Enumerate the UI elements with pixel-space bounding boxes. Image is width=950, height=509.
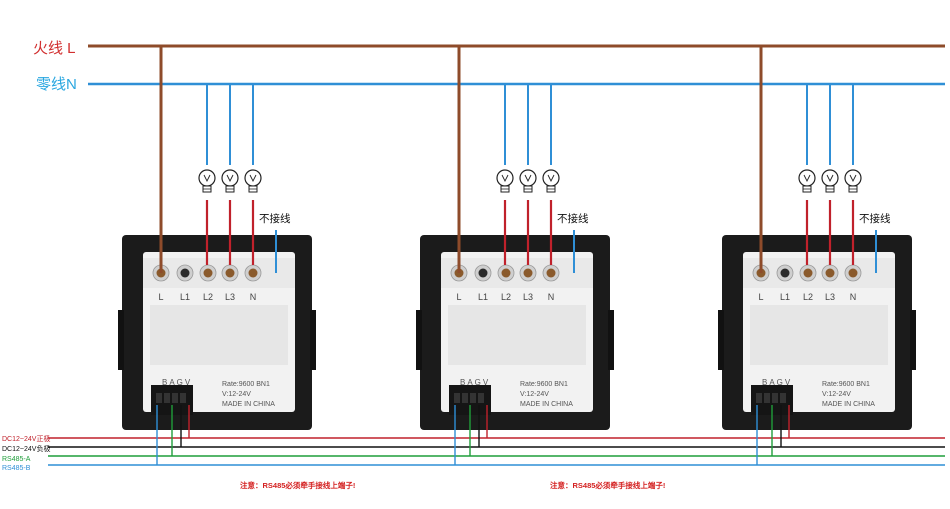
connector-pin bbox=[780, 393, 786, 403]
terminal-screw bbox=[478, 268, 488, 278]
terminal-screw bbox=[523, 268, 533, 278]
terminal-label: L2 bbox=[803, 292, 813, 302]
terminal-label: N bbox=[548, 292, 555, 302]
terminal-screw bbox=[225, 268, 235, 278]
spec-line: V:12-24V bbox=[822, 391, 851, 398]
brand-label: BAGV bbox=[762, 378, 792, 387]
terminal-label: L1 bbox=[478, 292, 488, 302]
body-panel bbox=[150, 305, 288, 365]
terminal-screw bbox=[180, 268, 190, 278]
spec-line: V:12-24V bbox=[222, 391, 251, 398]
connector-pin bbox=[172, 393, 178, 403]
spec-line: Rate:9600 BN1 bbox=[822, 381, 870, 388]
connector-pin bbox=[764, 393, 770, 403]
light-bulb-icon bbox=[198, 169, 216, 193]
terminal-screw bbox=[501, 268, 511, 278]
terminal-label: L3 bbox=[225, 292, 235, 302]
frame-notch bbox=[310, 310, 316, 370]
connector-pin bbox=[772, 393, 778, 403]
connector-pin bbox=[462, 393, 468, 403]
connector-pin bbox=[470, 393, 476, 403]
spec-line: Rate:9600 BN1 bbox=[222, 381, 270, 388]
terminal-label: L bbox=[758, 292, 763, 302]
light-bulb-icon bbox=[244, 169, 262, 193]
signal-label-rs485-b: RS485-B bbox=[2, 465, 31, 472]
no-connect-label: 不接线 bbox=[259, 212, 291, 225]
no-connect-label: 不接线 bbox=[859, 212, 891, 225]
frame-notch bbox=[416, 310, 422, 370]
signal-label-dc-positive: DC12~24V正极 bbox=[2, 434, 50, 443]
terminal-screw bbox=[203, 268, 213, 278]
terminal-label: L2 bbox=[501, 292, 511, 302]
brand-label: BAGV bbox=[162, 378, 192, 387]
rs485-note-2: 注意：RS485必须牵手接线上端子! bbox=[550, 480, 665, 490]
connector-pin bbox=[756, 393, 762, 403]
light-bulb-icon bbox=[519, 169, 537, 193]
frame-notch bbox=[608, 310, 614, 370]
spec-line: MADE IN CHINA bbox=[520, 401, 573, 408]
terminal-screw bbox=[248, 268, 258, 278]
frame-notch bbox=[910, 310, 916, 370]
terminal-label: L3 bbox=[523, 292, 533, 302]
terminal-label: L1 bbox=[180, 292, 190, 302]
light-bulb-icon bbox=[542, 169, 560, 193]
light-bulb-icon bbox=[496, 169, 514, 193]
terminal-label: L2 bbox=[203, 292, 213, 302]
frame-notch bbox=[718, 310, 724, 370]
terminal-label: L bbox=[456, 292, 461, 302]
no-connect-label: 不接线 bbox=[557, 212, 589, 225]
rs485-note-1: 注意：RS485必须牵手接线上端子! bbox=[240, 480, 355, 490]
terminal-screw bbox=[848, 268, 858, 278]
spec-line: V:12-24V bbox=[520, 391, 549, 398]
light-bulb-icon bbox=[221, 169, 239, 193]
terminal-label: N bbox=[250, 292, 257, 302]
connector-pin bbox=[478, 393, 484, 403]
terminal-screw bbox=[825, 268, 835, 278]
neutral-bus-label: 零线N bbox=[36, 76, 77, 93]
spec-line: MADE IN CHINA bbox=[222, 401, 275, 408]
body-panel bbox=[448, 305, 586, 365]
spec-line: Rate:9600 BN1 bbox=[520, 381, 568, 388]
terminal-screw bbox=[780, 268, 790, 278]
terminal-screw bbox=[546, 268, 556, 278]
terminal-label: L bbox=[158, 292, 163, 302]
light-bulb-icon bbox=[821, 169, 839, 193]
connector-pin bbox=[180, 393, 186, 403]
connector-pin bbox=[164, 393, 170, 403]
signal-label-dc-negative: DC12~24V负极 bbox=[2, 444, 50, 453]
connector-pin bbox=[454, 393, 460, 403]
frame-notch bbox=[118, 310, 124, 370]
terminal-label: L1 bbox=[780, 292, 790, 302]
brand-label: BAGV bbox=[460, 378, 490, 387]
spec-line: MADE IN CHINA bbox=[822, 401, 875, 408]
terminal-label: L3 bbox=[825, 292, 835, 302]
light-bulb-icon bbox=[844, 169, 862, 193]
light-bulb-icon bbox=[798, 169, 816, 193]
terminal-screw bbox=[803, 268, 813, 278]
live-bus-label: 火线 L bbox=[33, 40, 76, 57]
signal-label-rs485-a: RS485-A bbox=[2, 456, 31, 463]
body-panel bbox=[750, 305, 888, 365]
connector-pin bbox=[156, 393, 162, 403]
terminal-label: N bbox=[850, 292, 857, 302]
